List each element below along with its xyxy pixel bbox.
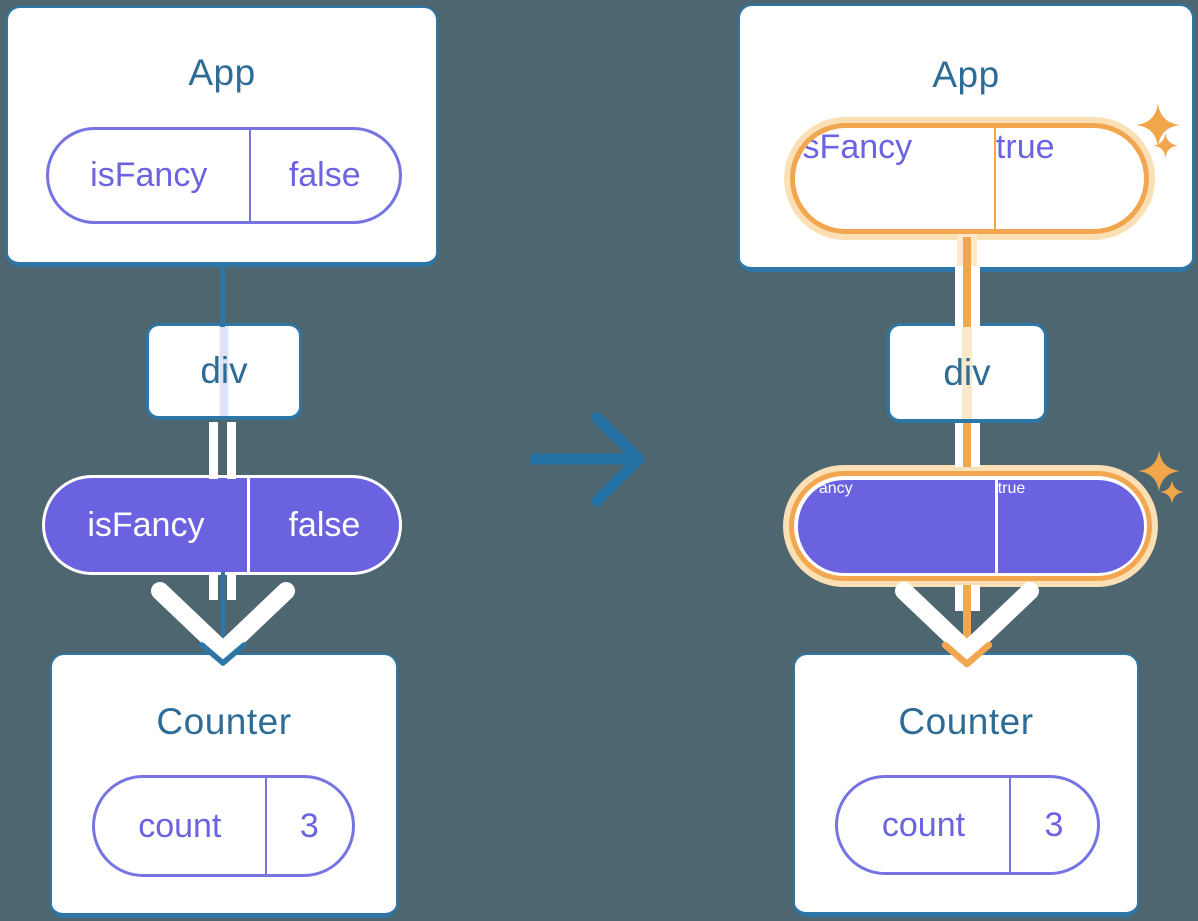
flow-core-line-blue: [221, 572, 225, 660]
chevron-down-icon: [199, 642, 247, 666]
div-label: div: [943, 351, 991, 393]
chevron-down-icon: [895, 582, 1039, 660]
prop-value: false: [248, 130, 400, 221]
flow-rail-right: [227, 422, 236, 479]
flow-line-through-div: [962, 326, 972, 419]
flow-arrowhead-into-counter-right: [895, 582, 1039, 668]
flow-core-line-orange: [963, 585, 971, 661]
flow-rail-right: [971, 585, 980, 611]
app-card-right: App isFancy true: [738, 4, 1194, 272]
highlight-ring: isFancy true: [790, 123, 1149, 234]
sparkle-icon: [1138, 450, 1180, 492]
flow-arrowhead-into-counter-left: [151, 582, 295, 666]
chevron-down-icon: [151, 582, 295, 660]
prop-pill-isfancy-false: isFancy false: [46, 127, 402, 224]
div-label: div: [200, 350, 248, 391]
state-name: count: [138, 806, 222, 845]
flow-core-line-orange: [963, 237, 971, 327]
component-title: App: [932, 54, 1000, 95]
prop-name: isFancy: [795, 128, 913, 166]
passed-prop-pill-isfancy-false: isFancy false: [42, 475, 402, 575]
flow-rail-left: [209, 422, 218, 479]
counter-card-right: Counter count 3: [793, 653, 1139, 917]
flow-core-line-orange: [963, 423, 971, 467]
highlighted-prop-pill-isfancy-true: isFancy true: [784, 117, 1155, 240]
highlight-ring: isFancy true: [789, 471, 1152, 581]
counter-card-left: Counter count 3: [50, 653, 398, 918]
flow-rail-right: [227, 572, 236, 600]
sparkle-icon: [1160, 480, 1184, 504]
div-node-right: div: [887, 323, 1047, 423]
chevron-down-icon: [941, 641, 993, 668]
right-arrow-icon: [529, 412, 645, 507]
state-value: 3: [1008, 778, 1097, 872]
component-title: Counter: [156, 701, 292, 742]
prop-name: isFancy: [797, 479, 853, 497]
prop-name: isFancy: [87, 505, 205, 544]
app-card-left: App isFancy false: [6, 6, 438, 267]
prop-name: isFancy: [90, 156, 208, 194]
prop-value: true: [993, 128, 1144, 229]
sparkle-icon: [1153, 133, 1178, 158]
div-node-left: div: [146, 323, 302, 420]
flow-rail-left: [955, 585, 964, 611]
prop-value: false: [246, 478, 399, 572]
flow-line-app-to-div: [220, 263, 225, 327]
highlighted-passed-prop-pill-isfancy-true: isFancy true: [783, 465, 1158, 587]
component-title: Counter: [898, 701, 1034, 742]
flow-line-through-div: [219, 326, 229, 416]
component-title: App: [188, 52, 256, 93]
state-value: 3: [264, 778, 352, 874]
prop-value: true: [994, 479, 1144, 573]
sparkle-icon: [1136, 103, 1180, 147]
flow-rail-left: [209, 572, 218, 600]
state-pill-count: count 3: [92, 775, 355, 877]
state-name: count: [881, 805, 966, 844]
state-pill-count: count 3: [835, 775, 1100, 875]
